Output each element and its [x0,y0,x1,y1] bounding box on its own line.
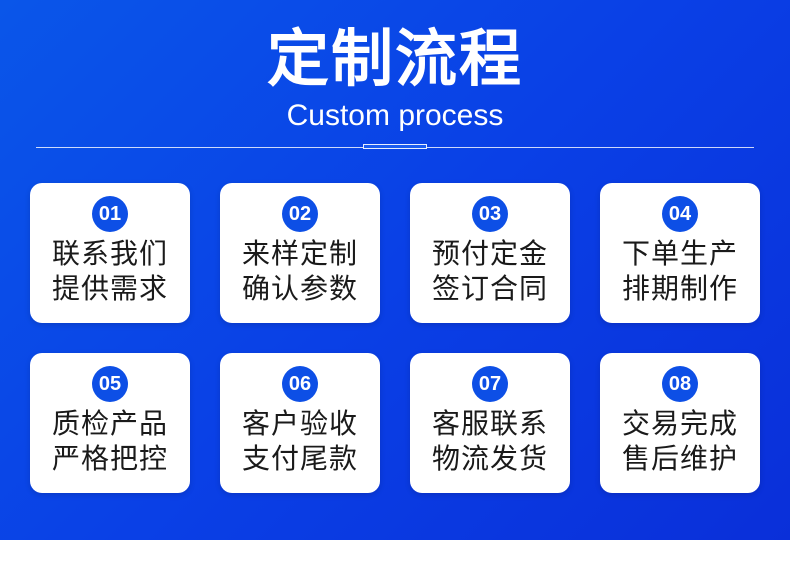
step-card-07[interactable]: 07 客服联系 物流发货 [410,353,570,493]
page-subtitle: Custom process [286,99,504,132]
step-description: 物流发货 [431,442,548,475]
step-description: 售后维护 [621,442,738,475]
step-description: 支付尾款 [241,442,358,475]
step-card-02[interactable]: 02 来样定制 确认参数 [220,183,380,323]
step-title: 预付定金 [431,237,548,270]
step-description: 严格把控 [51,442,168,475]
step-title: 下单生产 [621,237,738,270]
step-number-badge: 04 [662,196,698,232]
step-title: 来样定制 [241,237,358,270]
step-number-badge: 03 [472,196,508,232]
step-card-03[interactable]: 03 预付定金 签订合同 [410,183,570,323]
step-card-04[interactable]: 04 下单生产 排期制作 [600,183,760,323]
step-title: 客服联系 [431,407,548,440]
step-number-badge: 05 [92,366,128,402]
step-description: 确认参数 [241,272,358,305]
step-number-badge: 06 [282,366,318,402]
step-card-08[interactable]: 08 交易完成 售后维护 [600,353,760,493]
step-number-badge: 08 [662,366,698,402]
step-description: 排期制作 [621,272,738,305]
step-number-badge: 01 [92,196,128,232]
step-card-06[interactable]: 06 客户验收 支付尾款 [220,353,380,493]
process-banner: 定制流程 Custom process 01 联系我们 提供需求 02 来样定制… [0,0,790,540]
step-description: 签订合同 [431,272,548,305]
step-card-01[interactable]: 01 联系我们 提供需求 [30,183,190,323]
step-number-badge: 02 [282,196,318,232]
step-description: 提供需求 [51,272,168,305]
step-title: 交易完成 [621,407,738,440]
step-title: 质检产品 [51,407,168,440]
step-title: 联系我们 [51,237,168,270]
step-number-badge: 07 [472,366,508,402]
steps-grid: 01 联系我们 提供需求 02 来样定制 确认参数 03 预付定金 签订合同 0… [30,183,760,493]
divider-ornament [363,144,427,149]
step-card-05[interactable]: 05 质检产品 严格把控 [30,353,190,493]
page-title: 定制流程 [266,22,523,95]
step-title: 客户验收 [241,407,358,440]
